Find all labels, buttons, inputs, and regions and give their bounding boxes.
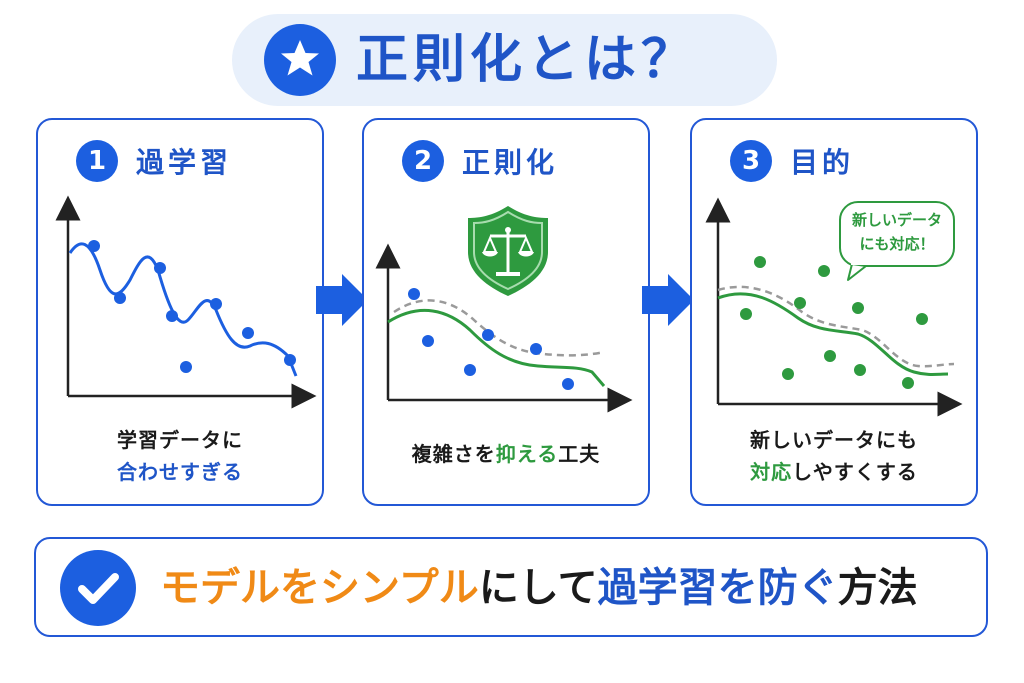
data-point: [88, 240, 100, 252]
data-point: [284, 354, 296, 366]
data-point: [408, 288, 420, 300]
data-point: [740, 308, 752, 320]
check-icon: [60, 550, 136, 626]
data-point: [464, 364, 476, 376]
arrow-right-icon: [642, 274, 694, 326]
fit-curve-dashed: [717, 285, 955, 368]
caption-line-1: 学習データに: [117, 428, 243, 452]
regularized-curve: [717, 292, 949, 376]
panel-caption-overfitting: 学習データに 合わせすぎる: [38, 424, 322, 488]
overfitting-plot: [55, 195, 317, 409]
step-number-1: 1: [76, 140, 118, 182]
caption-highlight: 抑える: [495, 442, 559, 466]
summary-text: モデルをシンプルにして過学習を防ぐ方法: [160, 565, 918, 611]
overfit-curve: [68, 242, 298, 377]
panel-purpose: 3 目的 新しいデータ にも対応！ 新しいデータにも: [690, 118, 978, 506]
data-point: [154, 262, 166, 274]
panel-title-purpose: 目的: [790, 146, 855, 179]
purpose-plot: [705, 197, 963, 417]
arrow-right-icon: [316, 274, 368, 326]
panel-overfitting: 1 過学習 学習データに 合わせすぎる: [36, 118, 324, 506]
page-title: 正則化とは？: [356, 30, 699, 90]
panel-title-overfitting: 過学習: [136, 146, 233, 179]
data-point: [562, 378, 574, 390]
data-point: [482, 329, 494, 341]
speech-bubble: [839, 201, 955, 281]
data-point: [854, 364, 866, 376]
data-point: [852, 302, 864, 314]
panel-regularization: 2 正則化 複雑さを抑え: [362, 118, 650, 506]
caption-line-1: 新しいデータにも: [750, 428, 918, 452]
data-point: [166, 310, 178, 322]
data-point: [530, 343, 542, 355]
data-point: [114, 292, 126, 304]
data-point: [210, 298, 222, 310]
data-point: [754, 256, 766, 268]
data-point: [782, 368, 794, 380]
step-number-3: 3: [730, 140, 772, 182]
caption-highlight: 対応: [750, 460, 793, 484]
data-point: [916, 313, 928, 325]
shield-scale-icon: [468, 206, 548, 296]
data-point: [794, 297, 806, 309]
star-icon: [264, 24, 336, 96]
data-point: [902, 377, 914, 389]
data-point: [180, 361, 192, 373]
data-point: [422, 335, 434, 347]
speech-bubble-text: 新しいデータ にも対応！: [851, 211, 942, 253]
data-point: [242, 327, 254, 339]
fit-curve-dashed: [393, 299, 605, 357]
step-number-2: 2: [402, 140, 444, 182]
panel-caption-purpose: 新しいデータにも 対応しやすくする: [692, 424, 976, 488]
regularized-curve: [387, 308, 606, 387]
summary-box: [34, 537, 988, 637]
caption-highlight: 合わせすぎる: [117, 460, 243, 484]
regularization-plot: [375, 206, 633, 413]
panel-caption-regularization: 複雑さを抑える工夫: [411, 442, 601, 466]
data-point: [818, 265, 830, 277]
data-point: [824, 350, 836, 362]
panel-title-regularization: 正則化: [462, 146, 559, 179]
